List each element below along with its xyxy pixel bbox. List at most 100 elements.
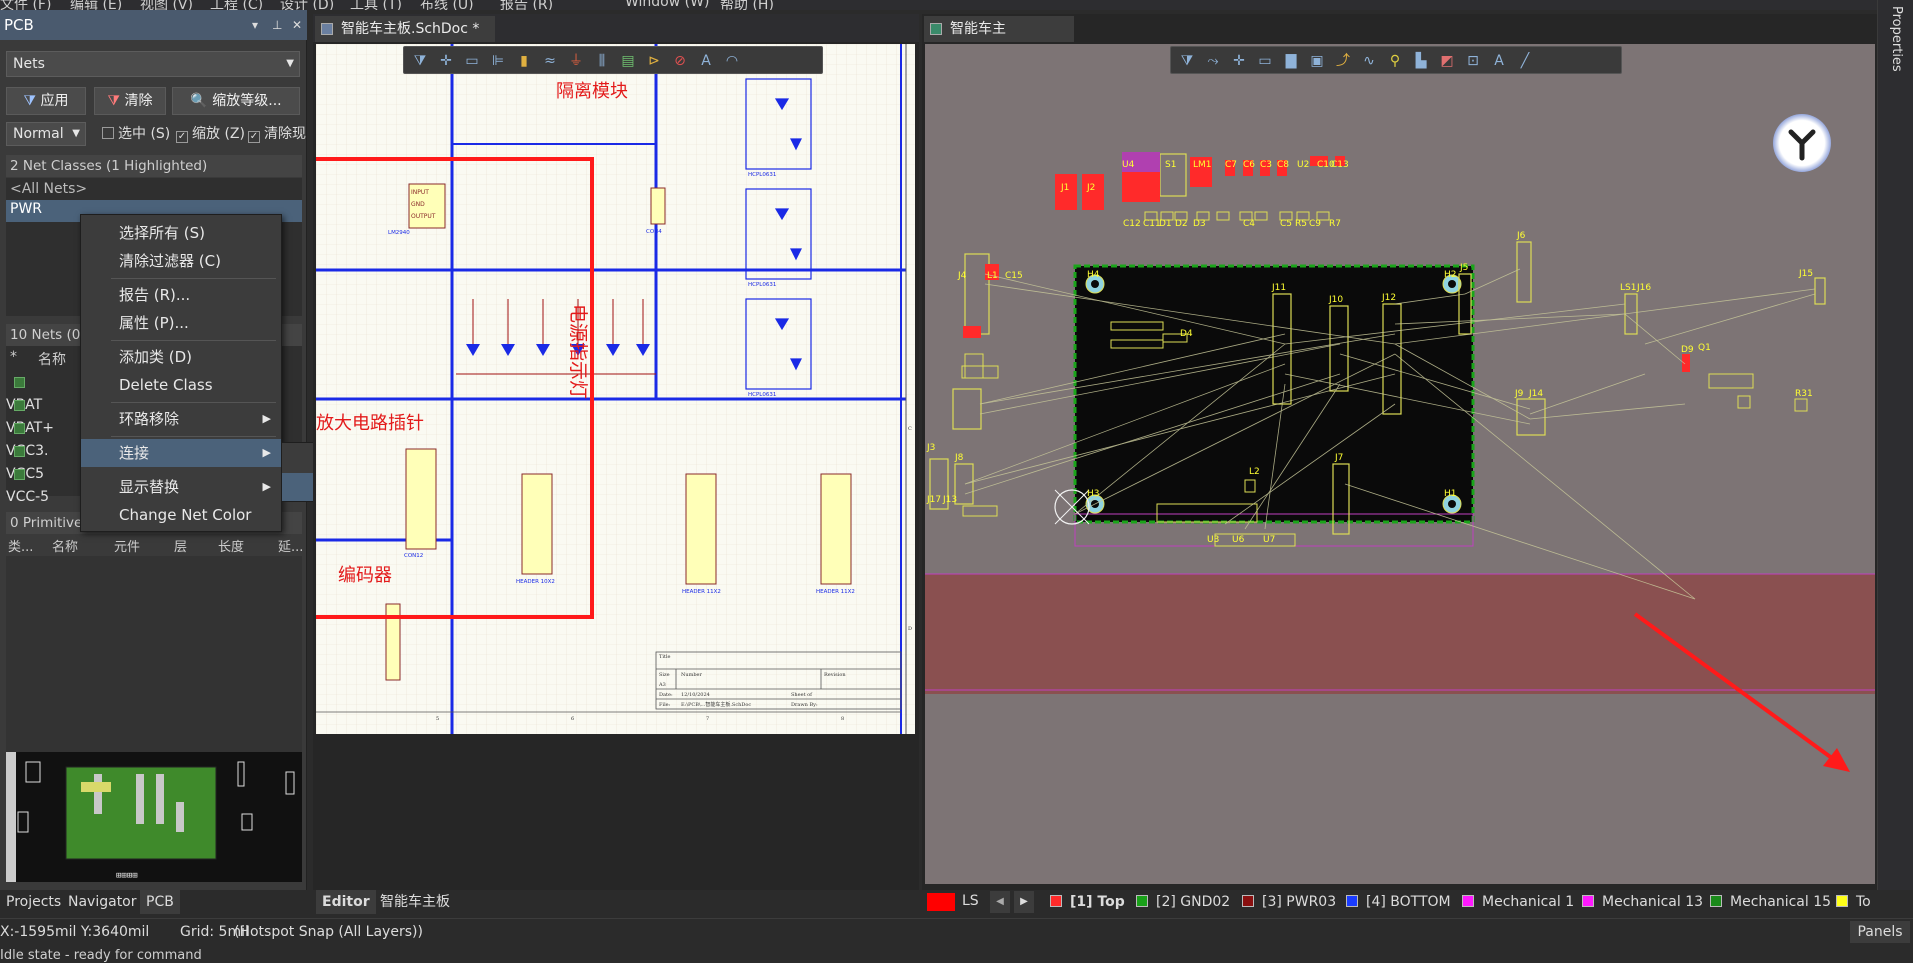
menu-add-class[interactable]: 添加类 (D) — [81, 343, 281, 371]
menu-help[interactable]: 帮助 (H) — [720, 0, 774, 10]
clear-button[interactable]: ⧩ 清除 — [94, 87, 166, 115]
dimension-icon[interactable]: ◩ — [1440, 53, 1454, 69]
col-delay[interactable]: 延... — [278, 540, 304, 555]
nets-col-name[interactable]: 名称 — [38, 352, 66, 368]
chevron-right-icon: ▶ — [262, 446, 271, 459]
menu-display-override[interactable]: 显示替换▶ — [81, 473, 281, 501]
board-minimap[interactable]: ⊞⊞⊞⊞ — [6, 752, 302, 882]
keepout-icon[interactable]: ⊡ — [1467, 53, 1479, 69]
layer-swatch — [1582, 895, 1594, 907]
via-icon[interactable]: ⚲ — [1389, 53, 1401, 69]
zoom-level-button[interactable]: 🔍 缩放等级... — [172, 87, 300, 115]
interactive-route-icon[interactable]: ⤴ — [1336, 53, 1350, 69]
menu-route[interactable]: 布线 (U) — [420, 0, 474, 10]
zoom-checkbox[interactable]: ✓缩放 (Z) — [176, 124, 245, 144]
wire-icon[interactable]: ≈ — [544, 53, 556, 69]
sheet-symbol-icon[interactable]: ▤ — [621, 53, 635, 69]
col-kind[interactable]: 类... — [8, 540, 34, 555]
tab-pcb[interactable]: PCB — [140, 890, 180, 914]
tab-navigator[interactable]: Navigator — [68, 894, 137, 910]
no-erc-icon[interactable]: ⊘ — [674, 53, 686, 69]
component-icon[interactable]: ▮ — [520, 53, 528, 69]
current-layer-swatch[interactable] — [927, 893, 955, 911]
menu-clear-filter[interactable]: 清除过滤器 (C) — [81, 247, 281, 275]
move-icon[interactable]: ✛ — [1233, 53, 1245, 69]
menu-loop-removal[interactable]: 环路移除▶ — [81, 405, 281, 433]
route-icon[interactable]: ⤳ — [1207, 53, 1219, 69]
panel-menu-icon[interactable]: ▾ — [252, 18, 259, 32]
pcb-ref: H4 — [1087, 270, 1100, 280]
ruler-mark: D — [908, 626, 912, 632]
menu-change-net-color[interactable]: Change Net Color — [81, 501, 281, 529]
filter-icon[interactable]: ⧩ — [413, 53, 427, 69]
menu-reports[interactable]: 报告 (R) — [500, 0, 554, 10]
net-row-vcc-5[interactable]: VCC-5 — [6, 464, 66, 508]
menu-properties[interactable]: 属性 (P)... — [81, 309, 281, 337]
menu-connections[interactable]: 连接▶ — [81, 439, 281, 467]
pcb-ref: C7 — [1225, 160, 1237, 170]
apply-button[interactable]: ⧩ 应用 — [6, 87, 86, 115]
panel-mode-select[interactable]: Nets▼ — [6, 51, 300, 77]
layer-gnd02[interactable]: [2] GND02 — [1136, 890, 1230, 914]
col-length[interactable]: 长度 — [218, 540, 245, 555]
align-icon[interactable]: ⊫ — [491, 53, 505, 69]
select-checkbox-label: 选中 (S) — [118, 126, 171, 142]
cursor-coords: X:-1595mil Y:3640mil — [0, 924, 150, 940]
col-component[interactable]: 元件 — [114, 540, 141, 555]
port-icon[interactable]: ⊳ — [648, 53, 660, 69]
net-class-all[interactable]: <All Nets> — [10, 181, 88, 197]
pcb-canvas[interactable]: U4 S1 LM1 C7 C6 C3 C8 U2 C10 C13 J1 J2 C… — [925, 44, 1875, 884]
menu-separator — [111, 340, 276, 341]
text-icon[interactable]: A — [701, 53, 711, 69]
arc-icon[interactable]: ◠ — [725, 53, 739, 69]
bus-icon[interactable]: ⫼ — [598, 53, 606, 69]
close-icon[interactable]: ✕ — [292, 18, 303, 32]
pcb-tab[interactable]: 智能车主板.PcbDoc * — [924, 16, 1074, 63]
clear-existing-checkbox[interactable]: ✓清除现 — [248, 124, 306, 144]
properties-tab[interactable]: Properties — [1889, 6, 1904, 72]
menu-report[interactable]: 报告 (R)... — [81, 281, 281, 309]
pin-icon[interactable]: ⊥ — [272, 18, 283, 32]
layer-mechanical-13[interactable]: Mechanical 13 — [1582, 890, 1703, 914]
chevron-right-icon[interactable]: ▶ — [1014, 891, 1034, 913]
tab-projects[interactable]: Projects — [6, 894, 62, 910]
menu-tools[interactable]: 工具 (T) — [350, 0, 402, 10]
select-rect-icon[interactable]: ▭ — [1258, 53, 1272, 69]
col-name[interactable]: 名称 — [52, 540, 79, 555]
schematic-tab[interactable]: 智能车主板.SchDoc * — [315, 16, 495, 42]
filter-icon[interactable]: ⧩ — [1180, 53, 1194, 69]
menu-view[interactable]: 视图 (V) — [140, 0, 193, 10]
layer-top-overlay[interactable]: To — [1836, 890, 1871, 914]
tab-sheet[interactable]: 智能车主板 — [380, 894, 450, 910]
layer-mechanical-1[interactable]: Mechanical 1 — [1462, 890, 1574, 914]
move-icon[interactable]: ✛ — [440, 53, 452, 69]
select-rect-icon[interactable]: ▭ — [465, 53, 479, 69]
chart-icon[interactable]: ▇ — [1285, 53, 1297, 69]
line-icon[interactable]: ╱ — [1520, 53, 1530, 69]
ground-icon[interactable]: ⏚ — [569, 53, 583, 69]
layer-bottom[interactable]: [4] BOTTOM — [1346, 890, 1451, 914]
diff-pair-icon[interactable]: ∿ — [1363, 53, 1375, 69]
chevron-left-icon[interactable]: ◀ — [990, 891, 1010, 913]
text-icon[interactable]: A — [1494, 53, 1504, 69]
layer-top[interactable]: [1] Top — [1050, 890, 1125, 914]
layer-mechanical-15[interactable]: Mechanical 15 — [1710, 890, 1831, 914]
menu-window[interactable]: Window (W) — [625, 0, 710, 10]
pcb-ref: LM1 — [1193, 160, 1212, 170]
menu-delete-class[interactable]: Delete Class — [81, 371, 281, 399]
menu-edit[interactable]: 编辑 (E) — [70, 0, 123, 10]
select-checkbox[interactable]: 选中 (S) — [102, 124, 170, 144]
tab-editor[interactable]: Editor — [316, 890, 376, 914]
menu-select-all[interactable]: 选择所有 (S) — [81, 219, 281, 247]
menu-design[interactable]: 设计 (D) — [280, 0, 335, 10]
menu-project[interactable]: 工程 (C) — [210, 0, 264, 10]
filter-mode-select[interactable]: Normal▼ — [6, 122, 86, 146]
menu-file[interactable]: 文件 (F) — [0, 0, 52, 10]
polygon-icon[interactable]: ▙ — [1415, 53, 1427, 69]
layer-set-label[interactable]: LS — [962, 893, 979, 909]
panels-button[interactable]: Panels — [1850, 921, 1910, 943]
col-layer[interactable]: 层 — [174, 540, 188, 555]
layer-pwr03[interactable]: [3] PWR03 — [1242, 890, 1336, 914]
component-icon[interactable]: ▣ — [1310, 53, 1324, 69]
